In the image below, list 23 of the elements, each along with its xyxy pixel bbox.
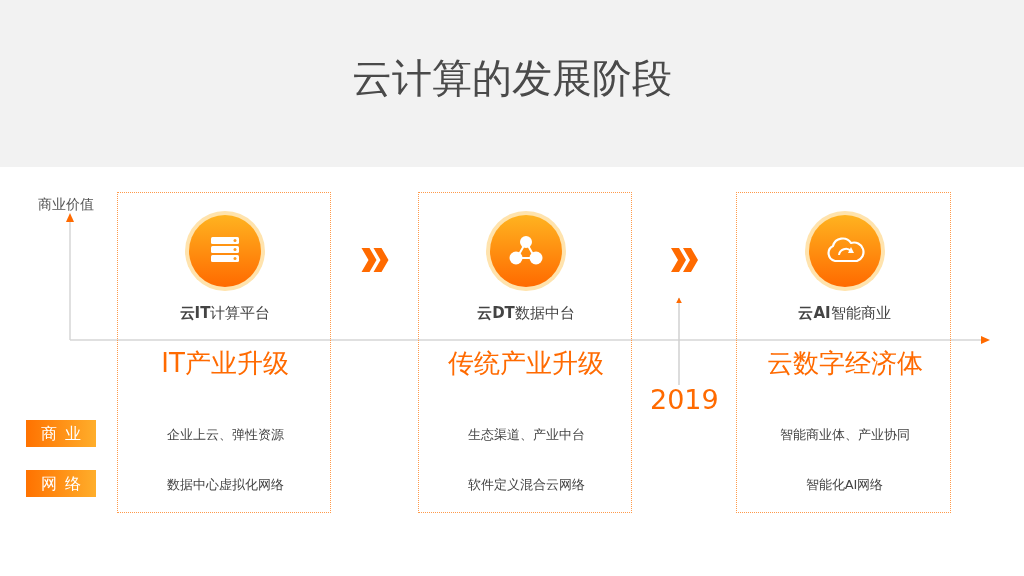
feature-text: 智能商业体、产业协同 xyxy=(779,427,910,443)
feature-text: 软件定义混合云网络 xyxy=(467,477,585,493)
stage-name: 云IT计算平台 xyxy=(179,304,271,322)
stage-slogan: IT产业升级 xyxy=(161,347,289,379)
stage-panel xyxy=(117,192,331,513)
feature-text: 智能化AI网络 xyxy=(805,477,884,493)
row-label: 商业 xyxy=(26,420,96,447)
pointer-arrow xyxy=(676,297,682,386)
feature-text: 数据中心虚拟化网络 xyxy=(166,477,284,493)
row-label: 网络 xyxy=(26,470,96,497)
slide-title: 云计算的发展阶段 xyxy=(352,54,672,102)
year-label: 2019 xyxy=(650,385,719,415)
stage-name: 云DT数据中台 xyxy=(477,304,575,322)
stage-slogan: 传统产业升级 xyxy=(448,347,604,379)
chevron-arrow xyxy=(671,248,698,272)
feature-text: 企业上云、弹性资源 xyxy=(166,427,284,443)
chevron-arrow xyxy=(361,248,389,272)
axis-label: 商业价值 xyxy=(38,196,94,213)
stage-panel xyxy=(736,192,951,513)
feature-text: 生态渠道、产业中台 xyxy=(467,427,585,443)
stage-slogan: 云数字经济体 xyxy=(766,347,923,379)
stage-panel xyxy=(418,192,632,513)
stage-name: 云AI智能商业 xyxy=(798,304,891,322)
